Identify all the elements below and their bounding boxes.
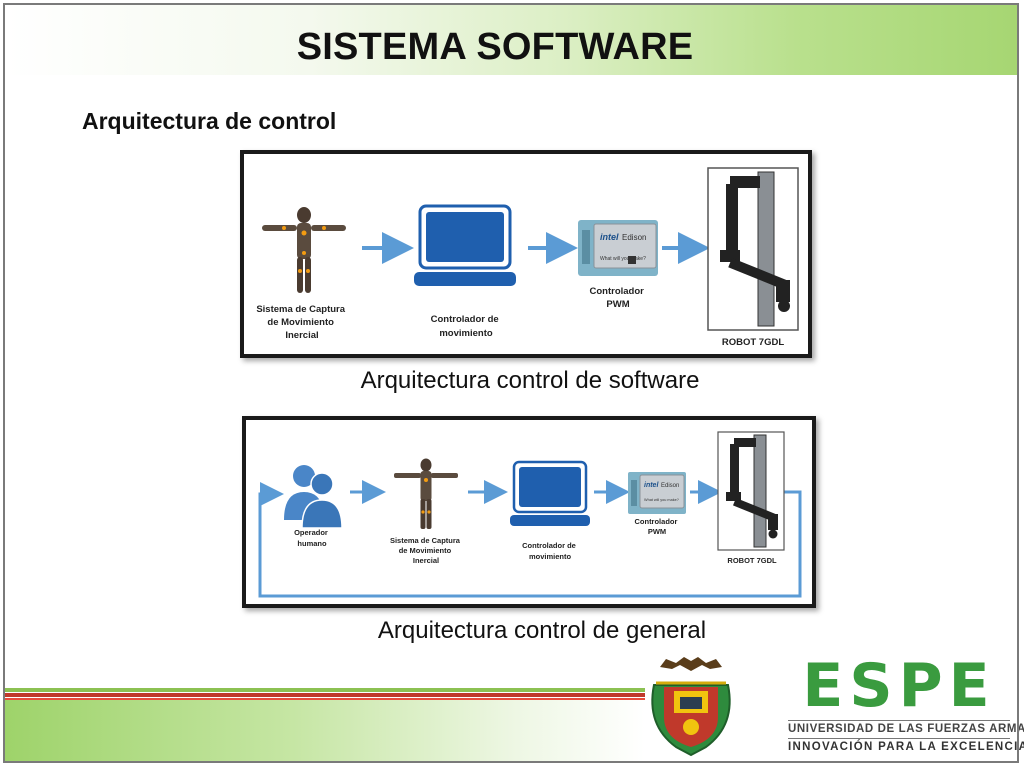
- motion-controller-label-2: Controlador de movimiento: [522, 541, 578, 561]
- robot-label: ROBOT 7GDL: [722, 337, 784, 348]
- svg-text:What will you make?: What will you make?: [600, 256, 646, 262]
- mocap-figure-icon-2: [394, 458, 458, 529]
- slide-subtitle: Arquitectura de control: [82, 108, 337, 134]
- university-name: UNIVERSIDAD DE LAS FUERZAS ARMADAS: [788, 720, 1024, 735]
- laptop-icon-2: [510, 460, 590, 526]
- svg-text:Edison: Edison: [661, 483, 679, 489]
- pwm-controller-label: Controlador PWM: [590, 286, 647, 310]
- software-architecture-diagram: Sistema de Captura de Movimiento Inercia…: [240, 150, 812, 358]
- header-band: [5, 5, 1019, 75]
- svg-text:What will you make?: What will you make?: [644, 498, 679, 502]
- mocap-figure-icon: [262, 207, 346, 293]
- operator-label: Operador humano: [294, 528, 330, 548]
- robot-arm-icon-2: [717, 431, 785, 551]
- feedback-loop-arrow: [258, 482, 802, 598]
- robot-arm-icon: [707, 167, 799, 331]
- robot-label-2: ROBOT 7GDL: [727, 556, 777, 565]
- general-architecture-caption: Arquitectura control de general: [377, 617, 707, 644]
- svg-text:Edison: Edison: [622, 233, 646, 242]
- mocap-label-2: Sistema de Captura de Movimiento Inercia…: [390, 536, 462, 565]
- general-architecture-diagram: Operador humano Sistema de Captura de Mo…: [242, 416, 816, 608]
- slide-title: SISTEMA SOFTWARE: [296, 26, 694, 68]
- mocap-label: Sistema de Captura de Movimiento Inercia…: [256, 304, 347, 341]
- espe-logo: ESPE UNIVERSIDAD DE LAS FUERZAS ARMADAS …: [780, 651, 1024, 758]
- laptop-icon: [414, 204, 516, 286]
- university-seal-icon: [651, 657, 731, 757]
- espe-logo-text: ESPE: [802, 651, 996, 721]
- svg-text:intel: intel: [644, 482, 659, 489]
- university-motto: INNOVACIÓN PARA LA EXCELENCIA: [788, 738, 1024, 753]
- software-architecture-caption: Arquitectura control de software: [360, 367, 700, 394]
- svg-text:intel: intel: [600, 232, 619, 242]
- intel-edison-board-icon-2: intel Edison What will you make?: [628, 472, 686, 514]
- human-operator-icon: [284, 465, 343, 529]
- intel-edison-board-icon: intel Edison What will you make?: [578, 220, 658, 276]
- motion-controller-label: Controlador de movimiento: [431, 314, 502, 339]
- pwm-controller-label-2: Controlador PWM: [634, 517, 679, 536]
- footer-band: [5, 700, 645, 763]
